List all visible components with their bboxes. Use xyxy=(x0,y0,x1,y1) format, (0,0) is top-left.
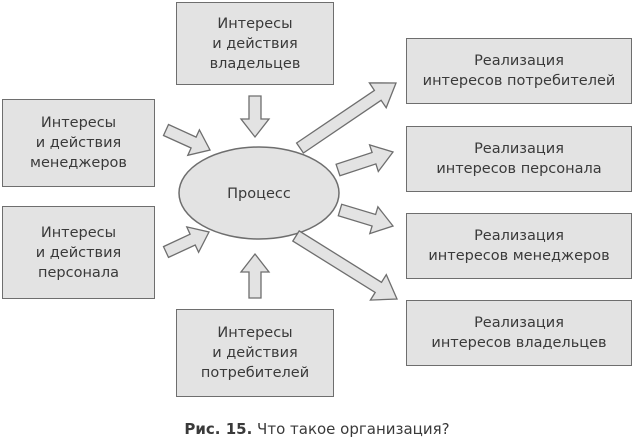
arrow-staff-to-process xyxy=(162,225,210,259)
output-owners-box: Реализация интересов владельцев xyxy=(406,300,632,366)
output-owners-label: Реализация интересов владельцев xyxy=(431,315,607,351)
figure-caption: Рис. 15. Что такое организация? xyxy=(0,420,634,438)
input-staff-box: Интересы и действия персонала xyxy=(2,206,155,299)
output-managers-label: Реализация интересов менеджеров xyxy=(428,228,610,264)
arrows-group xyxy=(162,82,398,301)
process-ellipse xyxy=(178,146,340,240)
arrow-process-to-owners xyxy=(291,230,398,301)
arrow-process-to-managers xyxy=(337,203,395,235)
input-owners-box: Интересы и действия владельцев xyxy=(176,2,334,85)
arrow-owners-to-process xyxy=(239,95,271,139)
output-staff-box: Реализация интересов персонала xyxy=(406,126,632,192)
output-staff-label: Реализация интересов персонала xyxy=(436,141,602,177)
arrow-process-to-consumers xyxy=(295,82,397,154)
arrow-process-to-staff xyxy=(335,143,395,177)
input-managers-label: Интересы и действия менеджеров xyxy=(30,115,127,171)
output-consumers-box: Реализация интересов потребителей xyxy=(406,38,632,104)
output-consumers-label: Реализация интересов потребителей xyxy=(422,53,616,89)
input-consumers-label: Интересы и действия потребителей xyxy=(200,325,310,381)
input-managers-box: Интересы и действия менеджеров xyxy=(2,99,155,187)
process-label: Процесс xyxy=(227,186,291,202)
caption-number: Рис. 15. xyxy=(184,420,253,438)
input-consumers-box: Интересы и действия потребителей xyxy=(176,309,334,397)
caption-text: Что такое организация? xyxy=(257,420,450,438)
arrow-consumers-to-process xyxy=(239,252,271,299)
input-staff-label: Интересы и действия персонала xyxy=(35,224,122,281)
input-owners-label: Интересы и действия владельцев xyxy=(209,15,301,72)
arrow-managers-to-process xyxy=(162,123,211,157)
output-managers-box: Реализация интересов менеджеров xyxy=(406,213,632,279)
